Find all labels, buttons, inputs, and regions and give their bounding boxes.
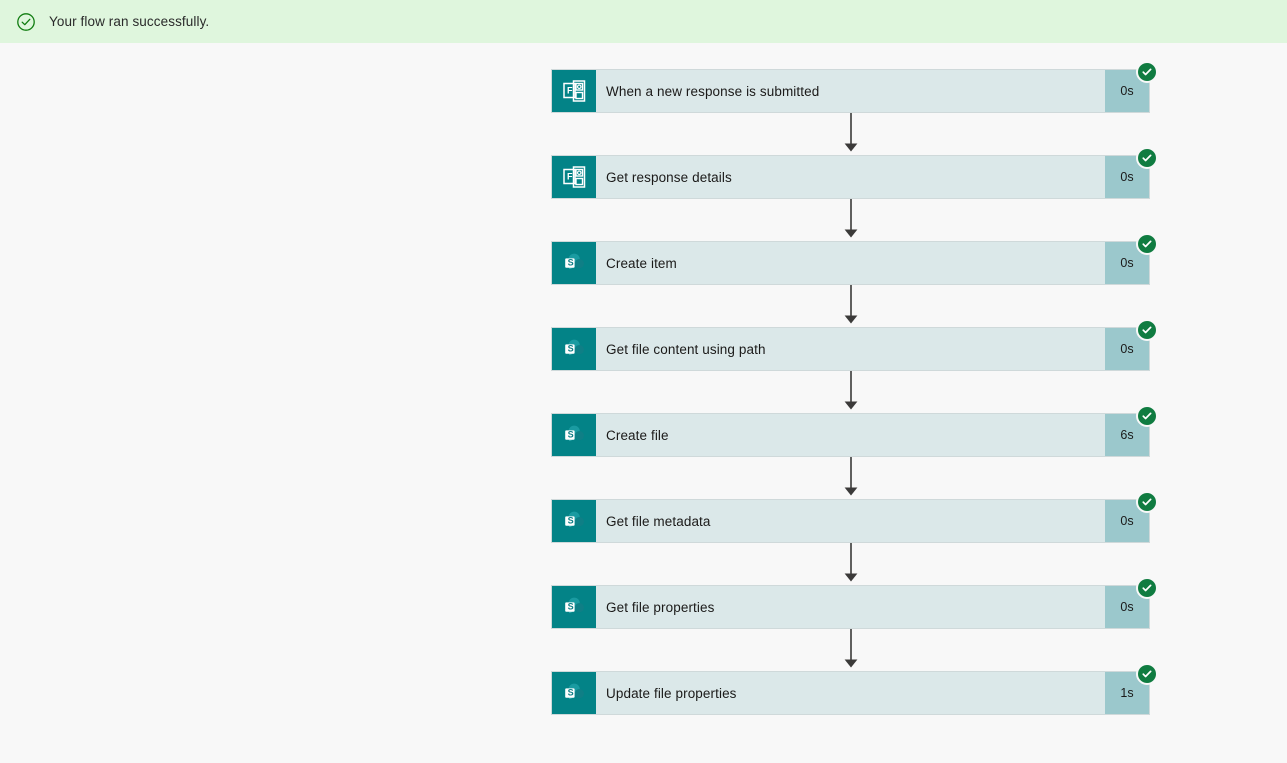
- flow-connector-arrow: [551, 629, 1150, 671]
- flow-step-title: Get file content using path: [606, 341, 766, 357]
- flow-step-card[interactable]: S Get file metadata 0s: [551, 491, 1158, 543]
- microsoft-forms-icon: F: [552, 156, 596, 198]
- check-icon: [1136, 405, 1158, 427]
- banner-message: Your flow ran successfully.: [49, 14, 210, 29]
- check-icon: [1136, 663, 1158, 685]
- svg-text:S: S: [568, 258, 574, 268]
- flow-run-success-banner: Your flow ran successfully.: [0, 0, 1287, 43]
- flow-step-title: Update file properties: [606, 685, 737, 701]
- svg-text:S: S: [568, 430, 574, 440]
- svg-text:S: S: [568, 344, 574, 354]
- microsoft-forms-icon: F: [552, 70, 596, 112]
- flow-step-title: Get file properties: [606, 599, 715, 615]
- flow-step-card[interactable]: F Get response details 0s: [551, 147, 1158, 199]
- flow-step-card[interactable]: F When a new response is submitted 0s: [551, 61, 1158, 113]
- flow-steps-list: F When a new response is submitted 0s: [551, 61, 1158, 715]
- check-icon: [1136, 147, 1158, 169]
- flow-step-card[interactable]: S Create file 6s: [551, 405, 1158, 457]
- flow-connector-arrow: [551, 457, 1150, 499]
- check-icon: [1136, 491, 1158, 513]
- sharepoint-icon: S: [552, 242, 596, 284]
- check-icon: [1136, 577, 1158, 599]
- flow-step-card[interactable]: S Get file content using path 0s: [551, 319, 1158, 371]
- sharepoint-icon: S: [552, 672, 596, 714]
- flow-step-title: Get file metadata: [606, 513, 711, 529]
- svg-text:F: F: [567, 172, 573, 182]
- flow-step-card[interactable]: S Create item 0s: [551, 233, 1158, 285]
- flow-connector-arrow: [551, 371, 1150, 413]
- check-circle-outline-icon: [16, 12, 36, 32]
- flow-connector-arrow: [551, 285, 1150, 327]
- svg-text:S: S: [568, 602, 574, 612]
- flow-connector-arrow: [551, 113, 1150, 155]
- flow-step-card[interactable]: S Update file properties 1s: [551, 663, 1158, 715]
- flow-connector-arrow: [551, 543, 1150, 585]
- check-icon: [1136, 61, 1158, 83]
- sharepoint-icon: S: [552, 500, 596, 542]
- check-icon: [1136, 233, 1158, 255]
- flow-step-title: Create item: [606, 255, 677, 271]
- flow-step-title: When a new response is submitted: [606, 83, 820, 99]
- flow-step-title: Get response details: [606, 169, 732, 185]
- flow-run-canvas: F When a new response is submitted 0s: [0, 43, 1287, 763]
- flow-connector-arrow: [551, 199, 1150, 241]
- svg-text:S: S: [568, 516, 574, 526]
- flow-step-card[interactable]: S Get file properties 0s: [551, 577, 1158, 629]
- check-icon: [1136, 319, 1158, 341]
- svg-text:S: S: [568, 688, 574, 698]
- sharepoint-icon: S: [552, 414, 596, 456]
- svg-text:F: F: [567, 86, 573, 96]
- sharepoint-icon: S: [552, 328, 596, 370]
- sharepoint-icon: S: [552, 586, 596, 628]
- flow-step-title: Create file: [606, 427, 669, 443]
